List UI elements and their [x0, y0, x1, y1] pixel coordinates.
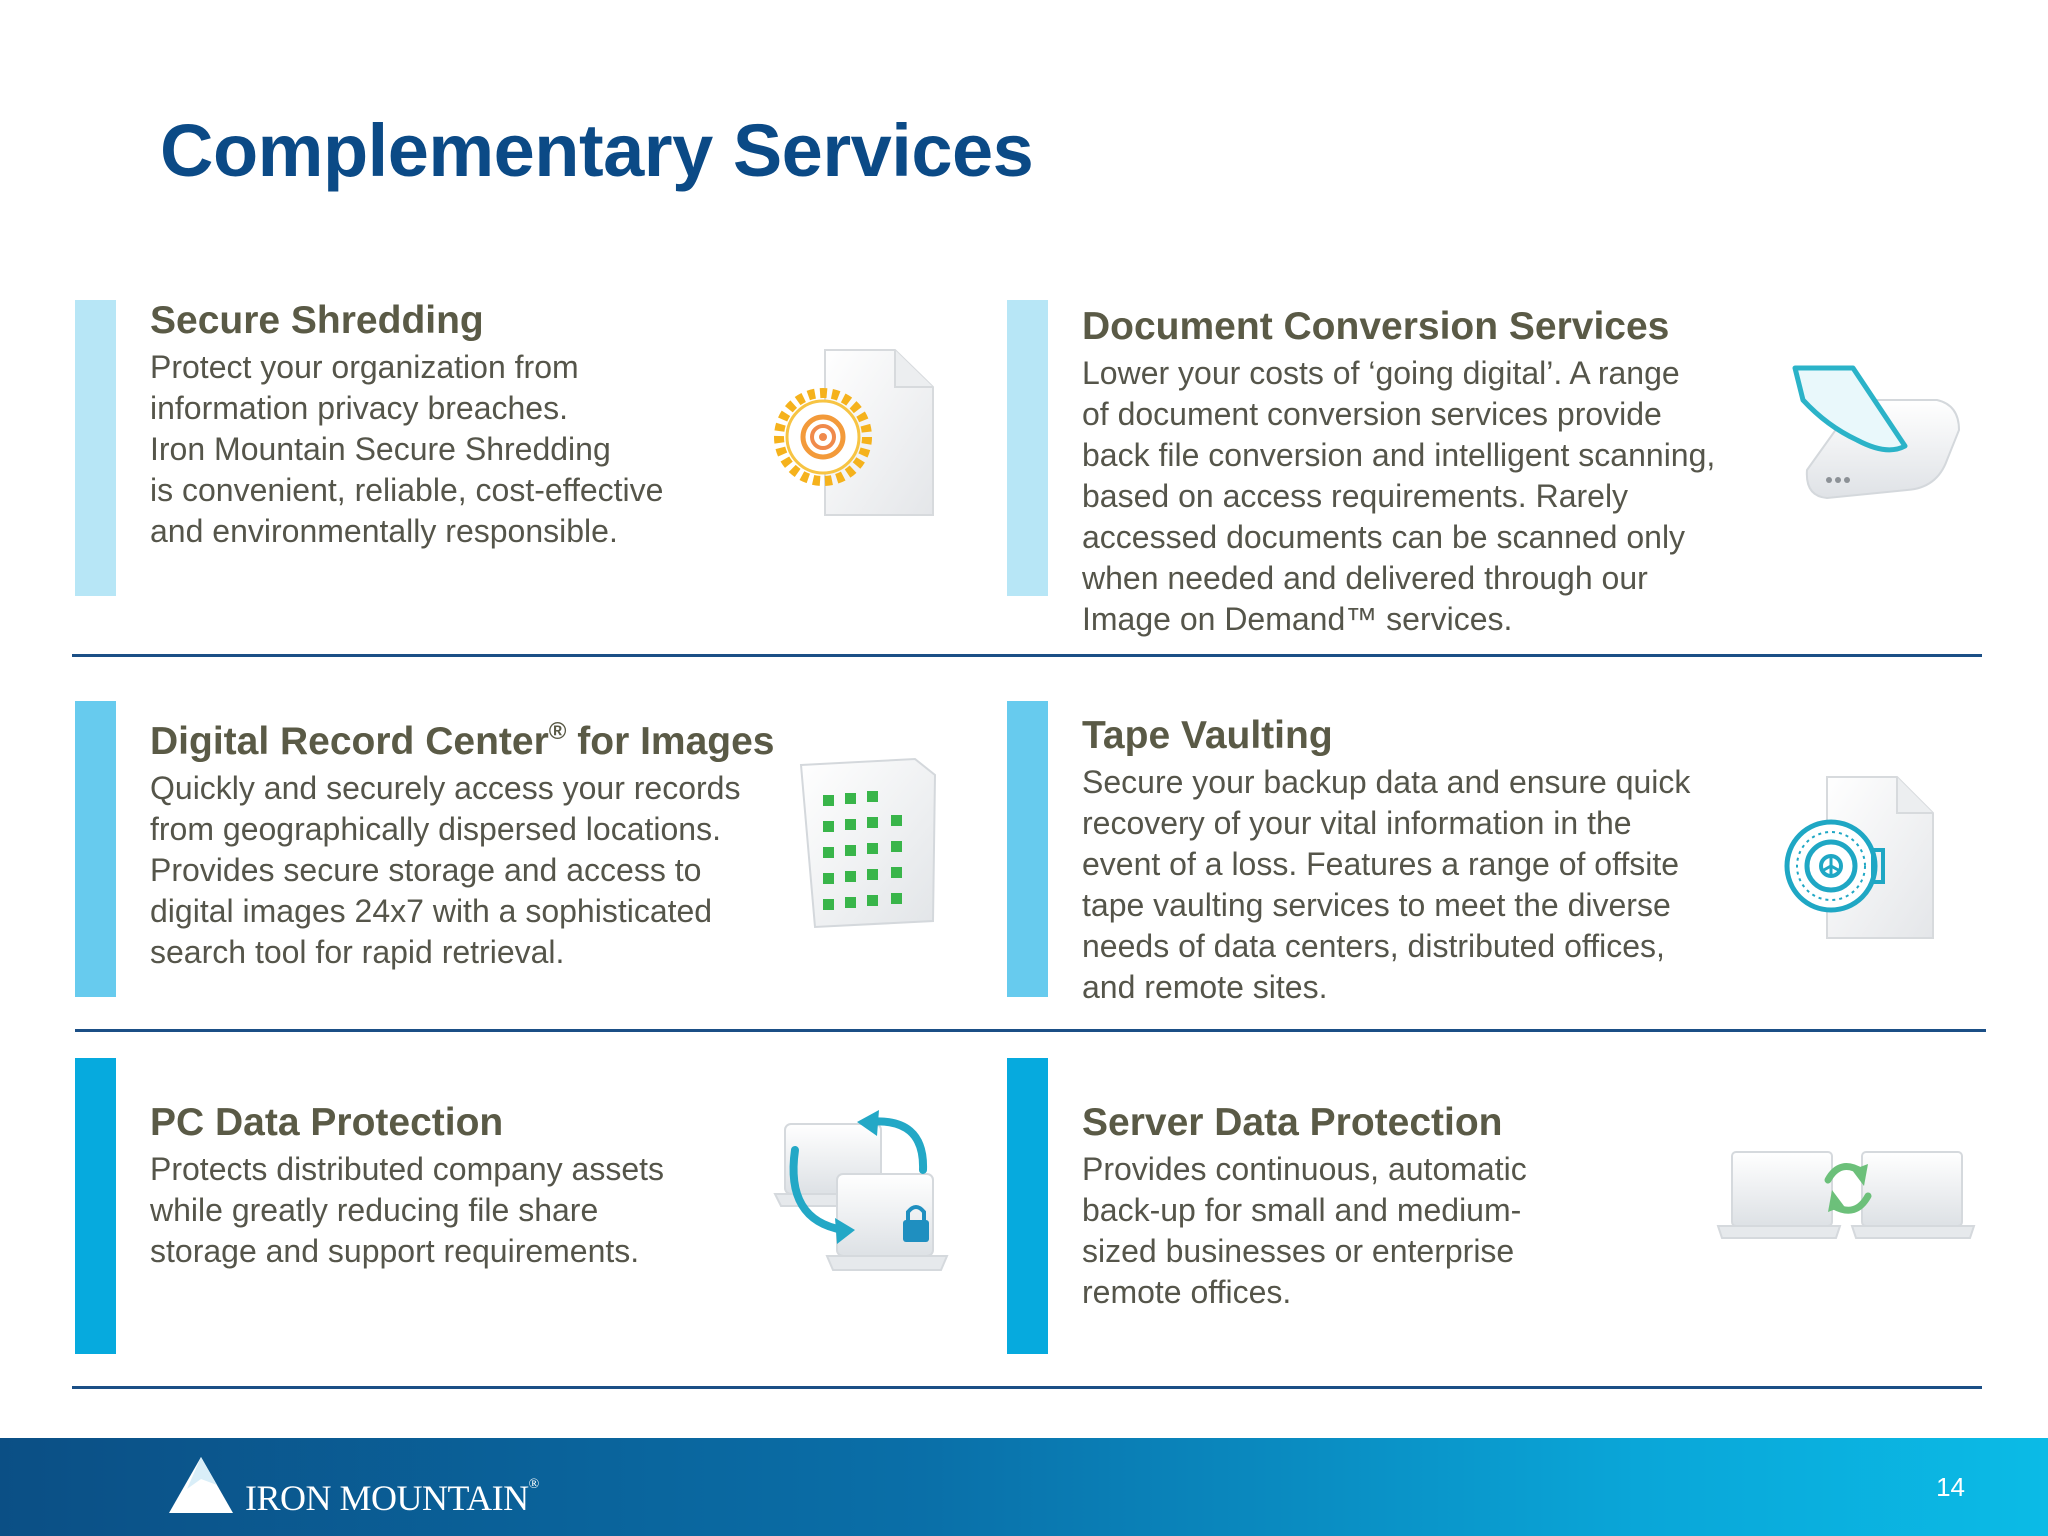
service-title: Document Conversion Services	[1082, 305, 1670, 348]
accent-bar	[1007, 701, 1048, 997]
page-title: Complementary Services	[160, 109, 1034, 192]
vault-document-icon	[1784, 776, 1934, 939]
row-divider	[75, 1029, 1986, 1032]
scanner-icon	[1792, 365, 1961, 500]
service-description: Provides continuous, automatic back-up f…	[1082, 1150, 1527, 1310]
accent-bar	[1007, 300, 1048, 596]
image-grid-document-icon	[799, 757, 937, 929]
service-tile-digital-record-center: Digital Record Center® for Images Quickl…	[75, 701, 1017, 997]
service-title: Secure Shredding	[150, 299, 484, 342]
service-title: Digital Record Center® for Images	[150, 718, 775, 763]
service-title: PC Data Protection	[150, 1101, 504, 1144]
accent-bar	[75, 1058, 116, 1354]
accent-bar	[1007, 1058, 1048, 1354]
laptop-sync-lock-icon	[773, 1110, 949, 1271]
service-description: Lower your costs of ‘going digital’. A r…	[1082, 354, 1716, 637]
row-divider	[72, 1386, 1982, 1389]
service-tile-document-conversion: Document Conversion Services Lower your …	[1007, 300, 1961, 637]
server-sync-icon	[1716, 1151, 1976, 1239]
mountain-logo-icon	[169, 1457, 233, 1513]
service-title: Tape Vaulting	[1082, 714, 1333, 757]
accent-bar	[75, 701, 116, 997]
service-description: Protect your organization from informati…	[150, 348, 664, 549]
page-number: 14	[1936, 1472, 1965, 1502]
service-tile-server-data-protection: Server Data Protection Provides continuo…	[1007, 1058, 1976, 1354]
service-tile-tape-vaulting: Tape Vaulting Secure your backup data an…	[1007, 701, 1949, 1005]
shredder-document-icon	[774, 349, 934, 516]
service-tile-secure-shredding: Secure Shredding Protect your organizati…	[75, 299, 1017, 596]
service-description: Quickly and securely access your records…	[150, 769, 741, 970]
service-tile-pc-data-protection: PC Data Protection Protects distributed …	[75, 1058, 1017, 1354]
row-divider	[72, 654, 1982, 657]
accent-bar	[75, 300, 116, 596]
service-description: Protects distributed company assets whil…	[150, 1150, 665, 1269]
service-description: Secure your backup data and ensure quick…	[1082, 763, 1691, 1005]
service-title: Server Data Protection	[1082, 1101, 1503, 1144]
logo-wordmark: IRON MOUNTAIN®	[245, 1477, 539, 1518]
footer-band: IRON MOUNTAIN® 14	[0, 1438, 2048, 1536]
